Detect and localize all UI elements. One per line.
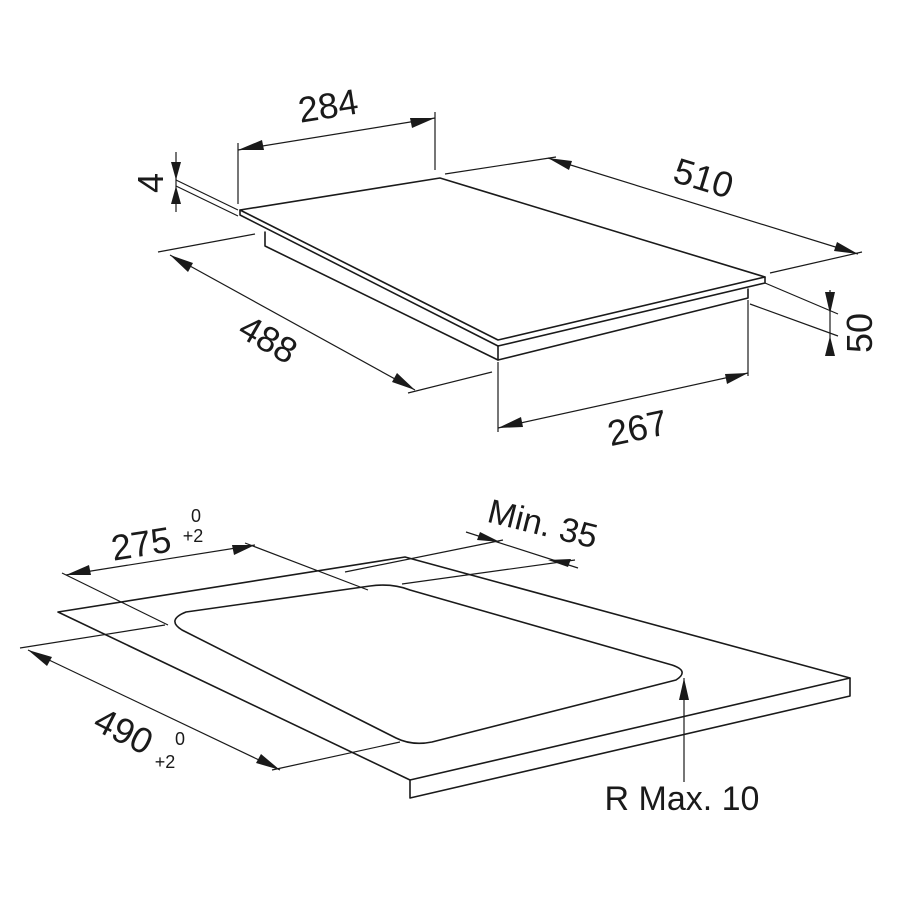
- dim-line: [65, 544, 256, 576]
- arrow-head: [170, 255, 193, 272]
- dim-radius: R Max. 10: [605, 678, 760, 818]
- dim-267: 267: [497, 300, 749, 454]
- dim-tol-490-upper: 0: [175, 729, 185, 749]
- dim-line: [547, 157, 859, 255]
- dim-label-275: 275: [108, 519, 174, 569]
- arrow-head: [410, 118, 435, 128]
- countertop: [57, 556, 851, 799]
- dim-label-488: 488: [232, 306, 305, 372]
- ext-line: [244, 542, 369, 591]
- dim-label-284: 284: [295, 81, 361, 131]
- ext-line: [19, 624, 166, 649]
- arrow-head: [171, 186, 181, 204]
- dim-tol-275-upper: 0: [191, 506, 201, 526]
- dim-line: [497, 372, 749, 429]
- hob-glass-top: [239, 177, 766, 341]
- dim-label-min35: Min. 35: [484, 492, 601, 556]
- dim-tol-275-lower: +2: [183, 526, 204, 546]
- arrow-head: [66, 565, 91, 575]
- dim-4: 4: [130, 152, 239, 217]
- ext-line: [344, 539, 504, 573]
- arrow-head: [232, 545, 255, 555]
- arrow-head: [171, 162, 181, 180]
- dim-label-radius: R Max. 10: [605, 780, 760, 818]
- arrow-head: [679, 678, 689, 700]
- dim-min35: Min. 35: [344, 492, 601, 585]
- hob-lower-body: [264, 231, 749, 361]
- arrow-head: [548, 158, 572, 170]
- dim-50: 50: [749, 282, 880, 356]
- ext-line: [749, 303, 839, 337]
- arrow-head: [256, 754, 280, 770]
- cutout-opening: [174, 584, 683, 745]
- arrow-head: [725, 373, 748, 384]
- arrow-head: [477, 532, 500, 542]
- ext-line: [764, 282, 839, 315]
- dim-label-510: 510: [669, 150, 738, 207]
- dim-490: 490 0 +2: [19, 624, 401, 772]
- arrow-head: [392, 373, 415, 390]
- ext-line: [401, 559, 576, 585]
- arrow-head: [498, 417, 523, 428]
- ext-line: [157, 233, 256, 253]
- ext-line: [61, 572, 169, 626]
- ext-line: [175, 179, 239, 211]
- dim-tol-490-lower: +2: [155, 752, 176, 772]
- ext-line: [769, 251, 863, 274]
- arrow-head: [548, 559, 571, 567]
- countertop-edge: [409, 677, 851, 799]
- dim-line: [169, 254, 416, 391]
- dim-510: 510: [444, 150, 863, 274]
- arrow-head: [825, 336, 835, 356]
- dim-284: 284: [237, 81, 436, 204]
- ext-line: [271, 741, 401, 771]
- dim-line: [27, 649, 281, 771]
- hob-glass-edge: [239, 209, 766, 347]
- hob-body: [239, 177, 766, 361]
- arrow-head: [825, 292, 835, 314]
- dim-label-267: 267: [604, 401, 671, 454]
- arrow-head: [28, 650, 52, 666]
- dim-label-50: 50: [839, 313, 880, 353]
- dim-275: 275 0 +2: [61, 506, 369, 626]
- ext-line: [407, 371, 493, 394]
- dim-label-4: 4: [130, 173, 171, 193]
- dim-label-490: 490: [88, 699, 160, 763]
- arrow-head: [834, 242, 858, 254]
- ext-line: [175, 185, 239, 217]
- arrow-head: [238, 140, 264, 150]
- ext-line: [444, 156, 557, 175]
- dim-line: [237, 117, 436, 151]
